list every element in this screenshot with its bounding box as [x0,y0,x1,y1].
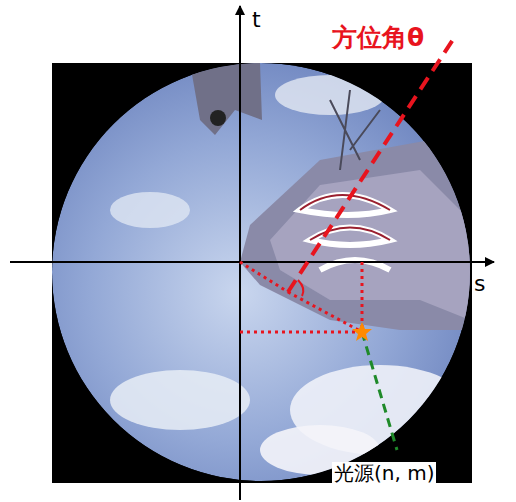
s-axis [10,261,494,263]
angle-label: 方位角θ [332,24,424,52]
azimuth-line [288,38,454,292]
source-leader [362,332,397,450]
axis-label: t [252,8,261,32]
fisheye-photo [52,63,480,481]
light-source-star [352,322,372,341]
source-label: 光源(n, m) [332,462,436,484]
angle-arc [298,280,303,296]
projection-lines [240,262,362,332]
t-axis [239,6,241,500]
axis-label: s [474,272,485,296]
